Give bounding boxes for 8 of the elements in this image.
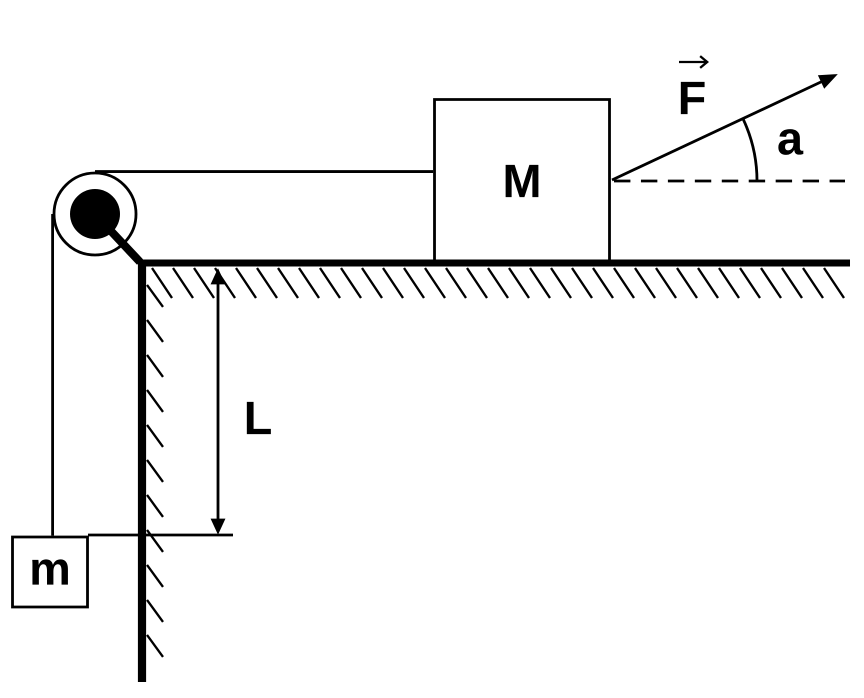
- symbol-label: a: [778, 129, 804, 155]
- mass-block: M: [433, 98, 611, 264]
- rope: [51, 214, 54, 536]
- symbol-label: L: [246, 402, 271, 434]
- symbol-label: F: [680, 82, 705, 114]
- rope: [95, 170, 434, 173]
- mass-block: m: [11, 536, 89, 608]
- pulley: [52, 172, 143, 265]
